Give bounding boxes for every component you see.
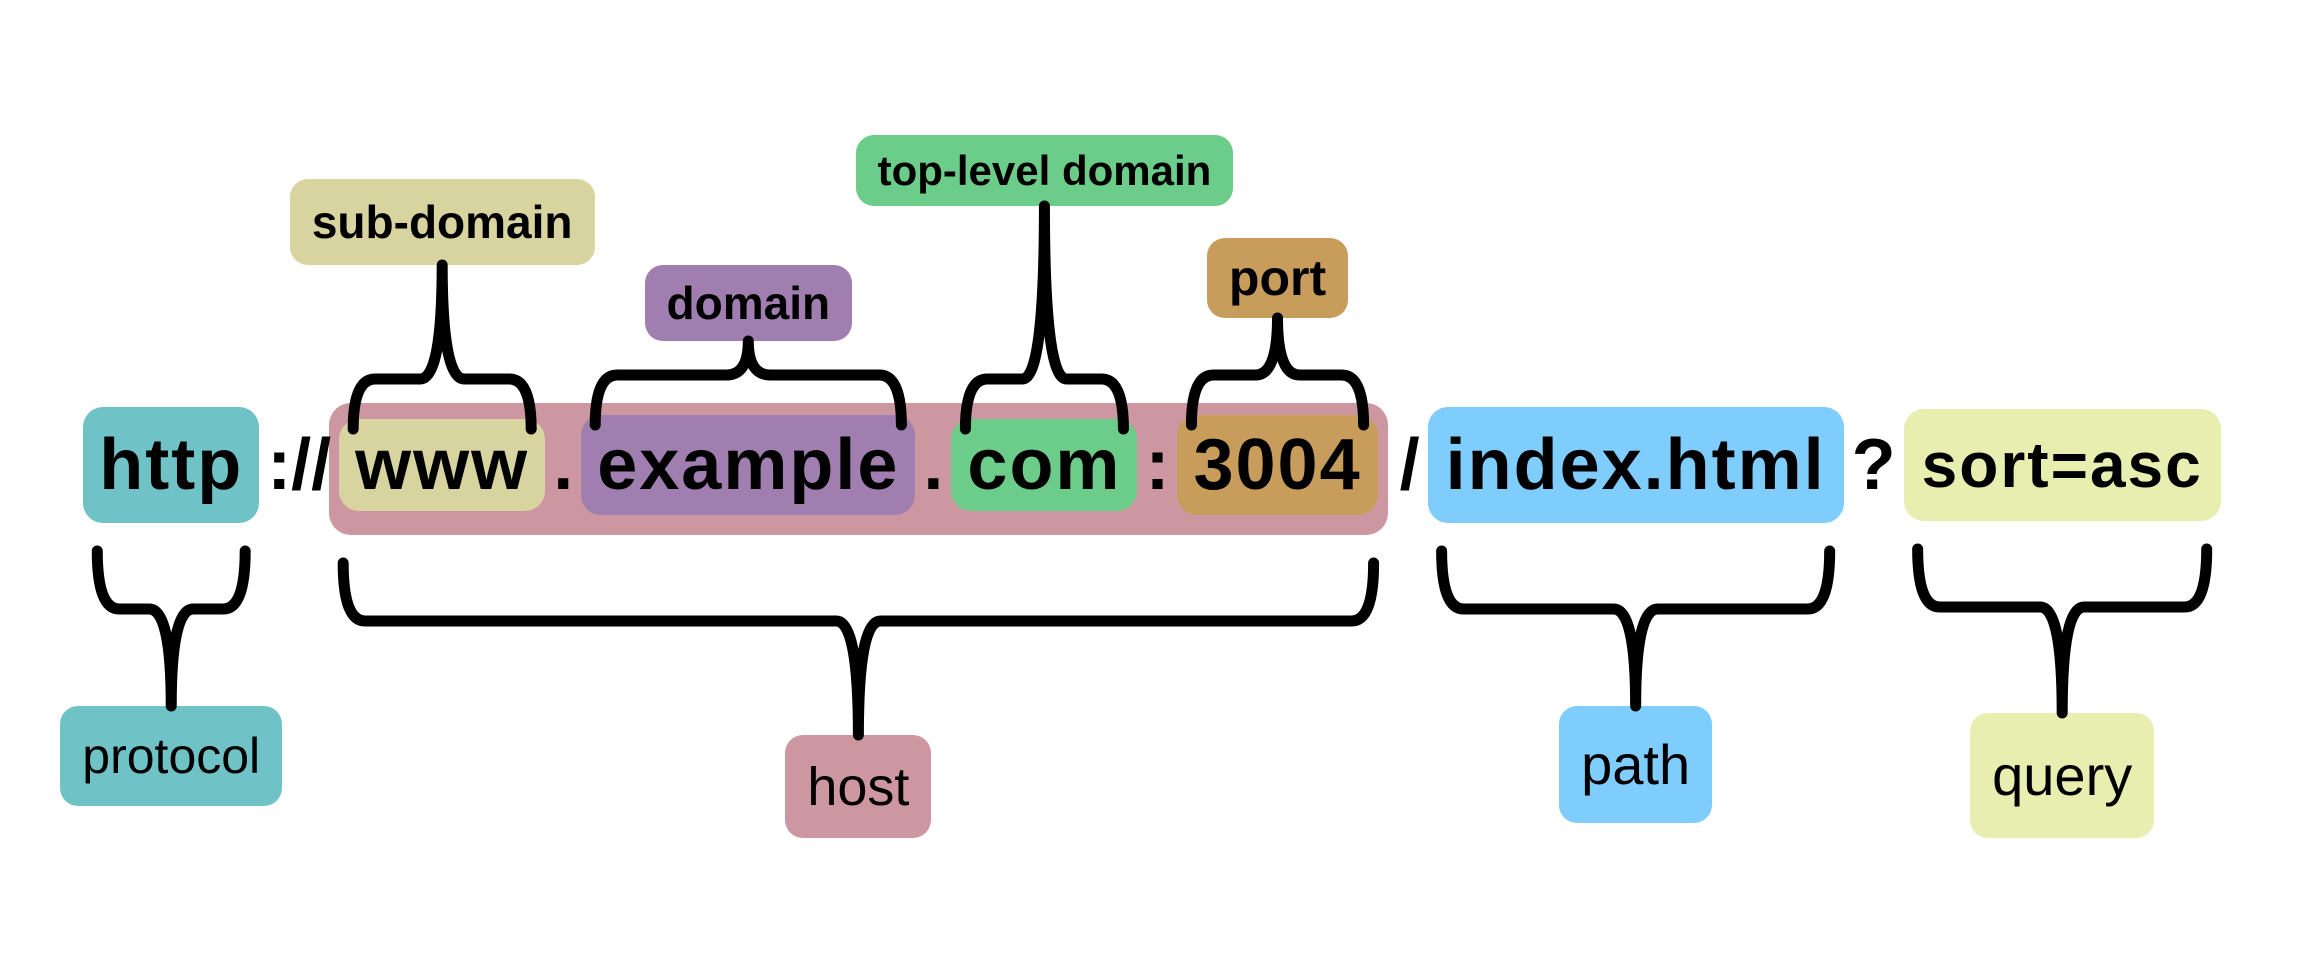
domain-segment: example: [581, 415, 916, 515]
scheme-separator: ://: [267, 425, 332, 505]
dot-separator: .: [923, 425, 944, 505]
brace-path: [1436, 545, 1836, 712]
protocol-segment: http: [83, 407, 260, 523]
brace-protocol: [91, 545, 251, 712]
dot-separator: .: [553, 425, 574, 505]
label-domain: domain: [644, 265, 853, 341]
path-segment: index.html: [1427, 407, 1844, 523]
brace-host: [337, 557, 1380, 741]
label-path: path: [1559, 706, 1713, 823]
query-segment: sort=asc: [1903, 409, 2221, 521]
label-port: port: [1206, 238, 1349, 318]
path-separator: /: [1399, 425, 1420, 505]
url-row: http :// www . example . com : 3004 / in…: [0, 400, 2304, 530]
label-host: host: [785, 735, 932, 838]
label-tld: top-level domain: [855, 135, 1234, 206]
subdomain-segment: www: [339, 419, 546, 511]
label-protocol: protocol: [60, 706, 283, 806]
brace-query: [1912, 543, 2213, 719]
label-subdomain: sub-domain: [289, 179, 595, 265]
port-segment: 3004: [1177, 415, 1378, 515]
label-query: query: [1970, 713, 2155, 838]
port-separator: :: [1145, 425, 1170, 505]
query-separator: ?: [1851, 425, 1896, 505]
tld-segment: com: [951, 419, 1138, 511]
brace-tld: [959, 200, 1129, 435]
